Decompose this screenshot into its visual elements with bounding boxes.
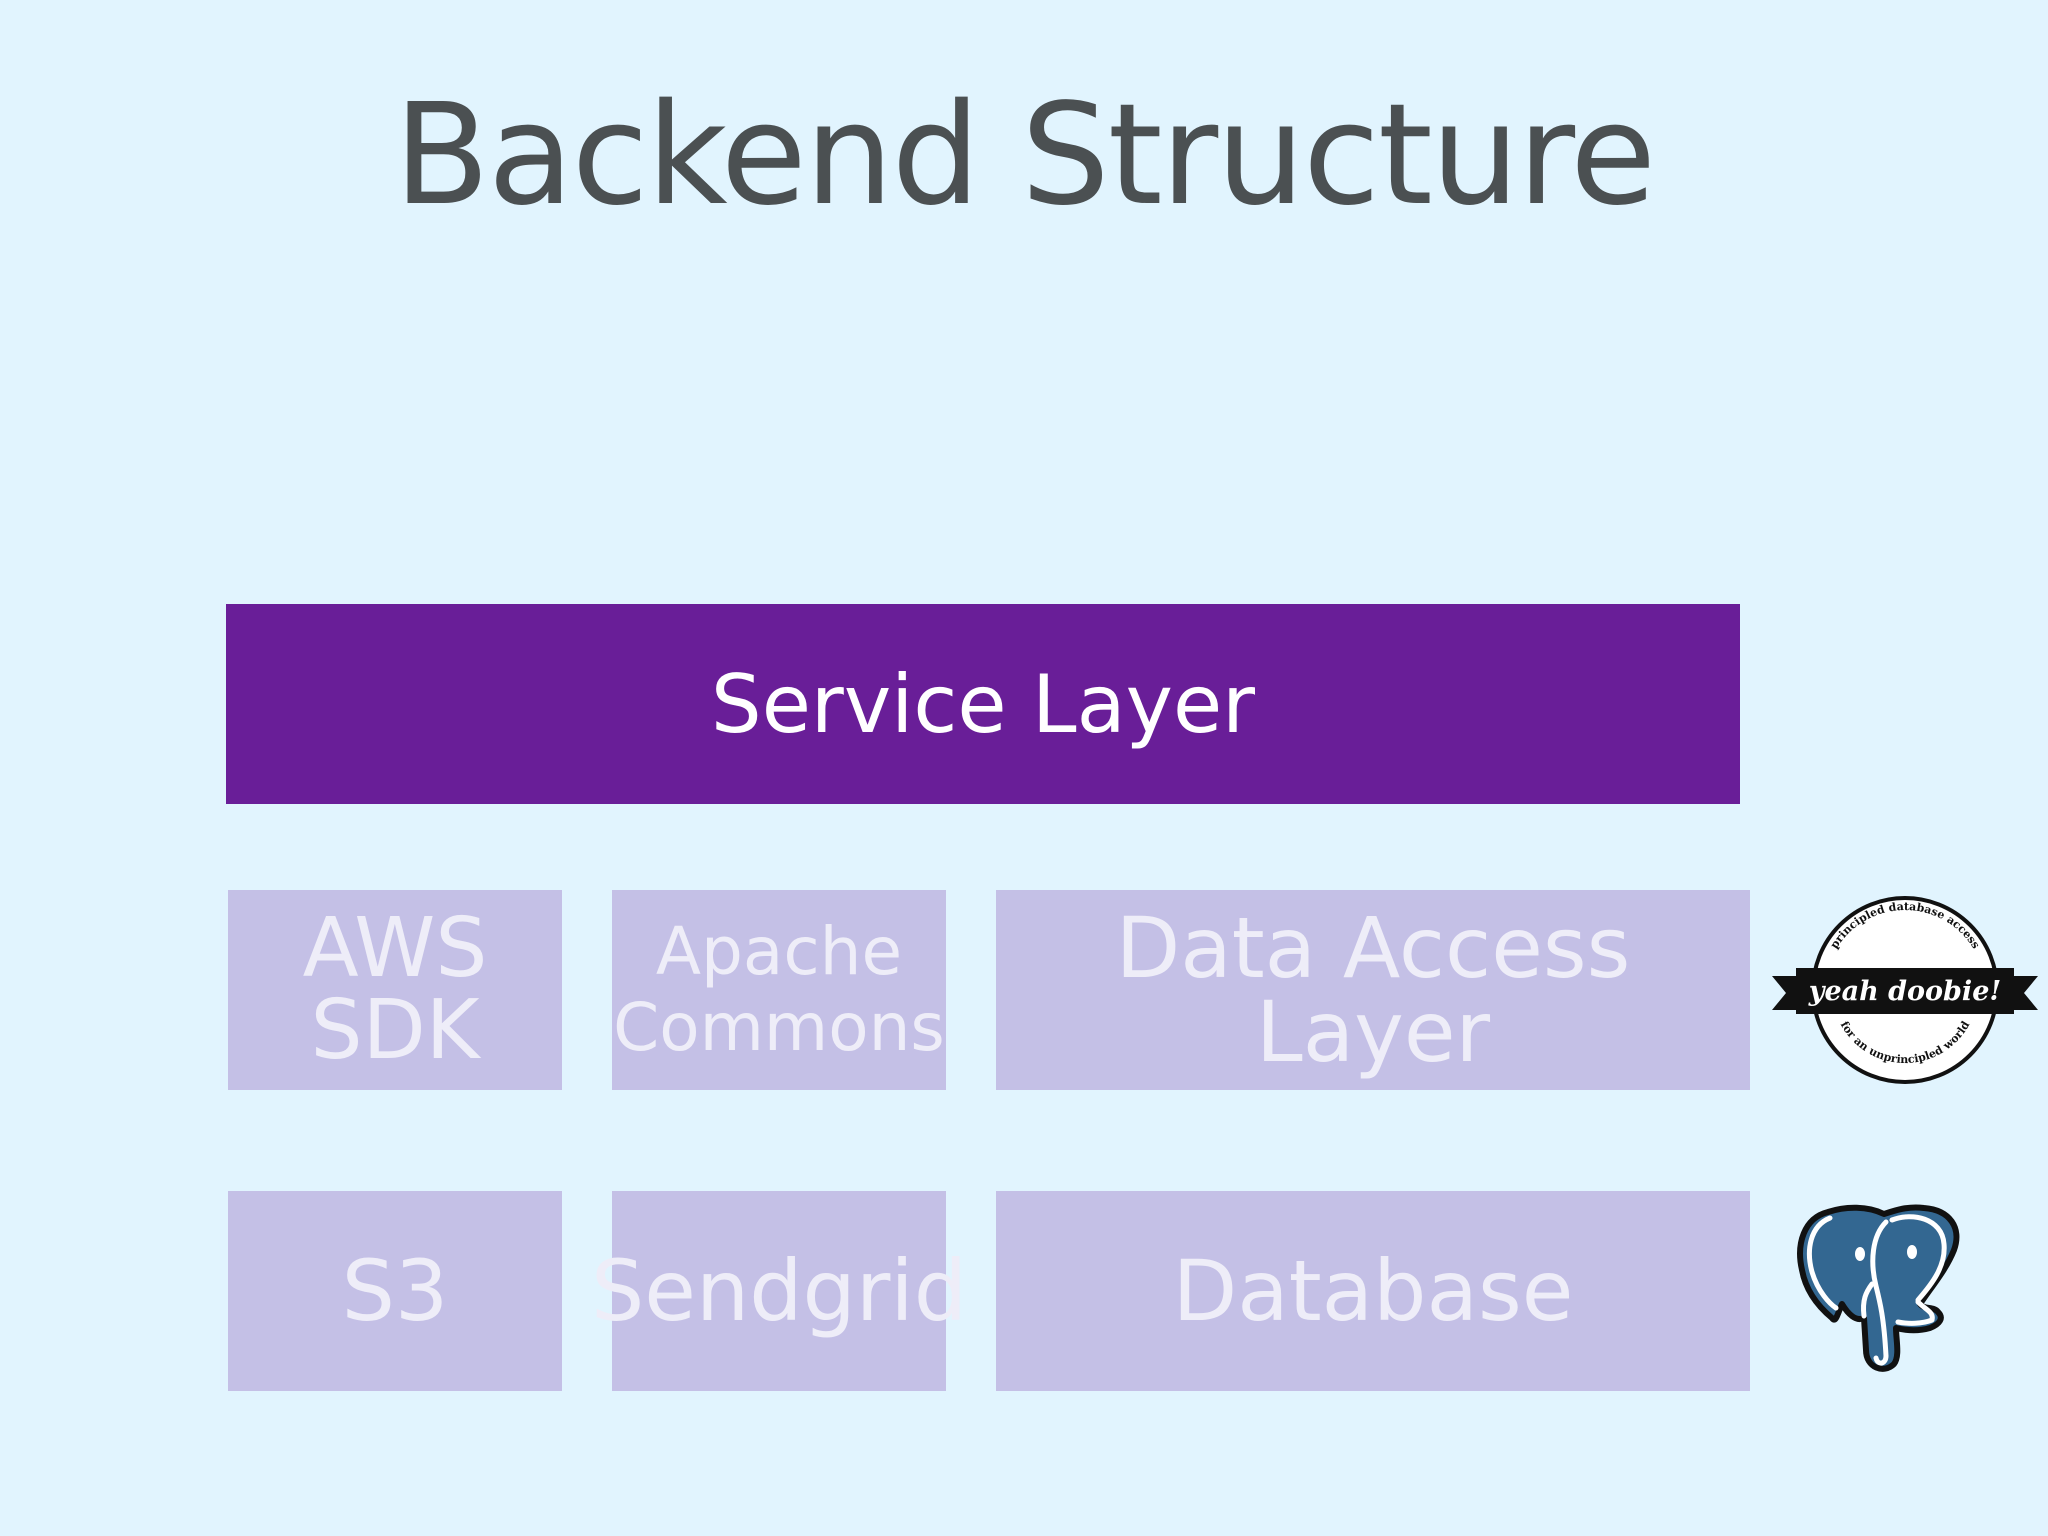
service-layer-label: Service Layer (710, 657, 1256, 751)
data-access-layer-label: Data Access Layer (1115, 899, 1631, 1081)
doobie-banner-text: yeah doobie! (1808, 976, 2001, 1007)
doobie-logo-icon: principled database access for an unprin… (1770, 890, 2040, 1090)
aws-sdk-label-line1: AWS (302, 901, 488, 996)
apache-commons-label: Apache Commons (613, 914, 945, 1066)
aws-sdk-box: AWS SDK (228, 890, 562, 1090)
slide-title: Backend Structure (393, 74, 1656, 237)
apache-commons-label-line2: Commons (613, 989, 945, 1066)
s3-box: S3 (228, 1191, 562, 1391)
aws-sdk-label: AWS SDK (303, 908, 488, 1072)
database-label: Database (1172, 1242, 1574, 1340)
sendgrid-label: Sendgrid (590, 1242, 968, 1340)
sendgrid-box: Sendgrid (591, 1191, 967, 1391)
apache-commons-box: Apache Commons (612, 890, 946, 1090)
service-layer-box: Service Layer (226, 604, 1740, 804)
aws-sdk-label-line2: SDK (310, 983, 480, 1078)
postgresql-elephant-icon (1792, 1200, 1976, 1382)
s3-label: S3 (341, 1242, 449, 1340)
database-box: Database (996, 1191, 1750, 1391)
apache-commons-label-line1: Apache (655, 913, 903, 991)
data-access-layer-box: Data Access Layer (996, 890, 1750, 1090)
